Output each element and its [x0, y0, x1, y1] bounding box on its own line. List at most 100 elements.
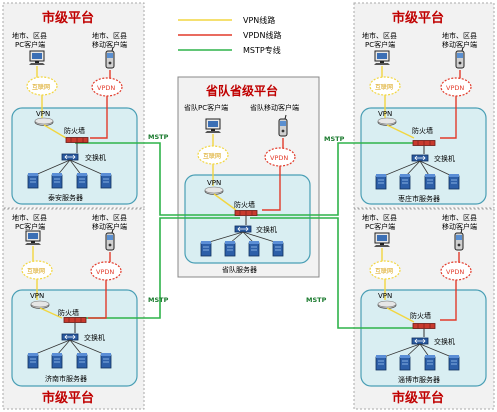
vpn-router-icon: [204, 186, 224, 195]
vpdn-label: VPDN: [446, 84, 464, 92]
platform-title: 市级平台: [392, 390, 444, 406]
firewall-icon: [412, 323, 436, 329]
switch-label: 交换机: [85, 153, 106, 162]
platform-top-left: 市级平台 地市、区县 PC客户端 地市、区县 移动客户端 互联网 VPDN VP…: [12, 10, 169, 202]
mstp-label: MSTP: [148, 133, 169, 141]
legend-vpdn-label: VPDN线路: [243, 30, 281, 40]
firewall-icon: [63, 317, 87, 323]
platform-bottom-left: 地市、区县 PC客户端 地市、区县 移动客户端 互联网 VPDN VPN 防火墙…: [12, 213, 169, 406]
firewall-icon: [234, 210, 258, 216]
mobile-label-line2: 移动客户端: [442, 40, 477, 49]
server-icon: [27, 172, 39, 189]
vpn-router-icon: [377, 300, 397, 309]
switch-icon: [411, 337, 429, 345]
server-icon: [399, 173, 411, 190]
vpdn-label: VPDN: [97, 84, 115, 92]
firewall-label: 防火墙: [58, 308, 79, 317]
switch-label: 交换机: [434, 154, 455, 163]
mobile-label-line2: 移动客户端: [442, 222, 477, 231]
switch-icon: [61, 333, 79, 341]
switch-label: 交换机: [84, 333, 105, 342]
server-icon: [399, 354, 411, 371]
firewall-label: 防火墙: [410, 311, 431, 320]
vpn-label: VPN: [30, 292, 44, 300]
internet-label: 互联网: [32, 83, 50, 91]
platform-title: 市级平台: [392, 10, 444, 26]
legend: VPN线路 VPDN线路 MSTP专线: [178, 15, 281, 55]
server-icon: [224, 240, 236, 257]
vpn-router-icon: [34, 117, 54, 126]
firewall-label: 防火墙: [412, 126, 433, 135]
server-icon: [375, 354, 387, 371]
server-icon: [76, 352, 88, 369]
internet-label: 互联网: [375, 83, 393, 91]
mobile-label-line1: 地市、区县: [92, 213, 127, 222]
switch-icon: [234, 225, 252, 233]
platform-bottom-right: 地市、区县 PC客户端 地市、区县 移动客户端 互联网 VPDN VPN 防火墙…: [306, 213, 477, 406]
server-icon: [76, 172, 88, 189]
server-icon: [100, 352, 112, 369]
pc-label-line1: 地市、区县: [362, 31, 397, 40]
server-icon: [424, 173, 436, 190]
pc-label-line2: PC客户端: [15, 40, 45, 49]
switch-icon: [61, 153, 79, 161]
server-icon: [375, 173, 387, 190]
vpn-label: VPN: [378, 292, 392, 300]
mstp-label: MSTP: [148, 296, 169, 304]
server-icon: [51, 172, 63, 189]
server-icon: [448, 354, 460, 371]
vpdn-label: VPDN: [96, 268, 114, 276]
platform-title: 省队省级平台: [205, 83, 278, 98]
server-icon: [424, 354, 436, 371]
mobile-label-line2: 移动客户端: [92, 222, 127, 231]
platform-center: 省队省级平台 省队PC客户端 省队移动客户端 互联网 VPDN VPN 防火墙 …: [184, 83, 299, 274]
mstp-links: [75, 142, 420, 329]
mobile-label-line1: 地市、区县: [442, 213, 477, 222]
server-icon: [448, 173, 460, 190]
servers-label: 淄博市服务器: [398, 375, 440, 384]
servers-label: 泰安服务器: [48, 193, 83, 202]
server-icon: [248, 240, 260, 257]
mstp-label: MSTP: [324, 135, 345, 143]
legend-mstp-label: MSTP专线: [243, 45, 281, 55]
vpdn-label: VPDN: [270, 154, 288, 162]
pc-label-line2: PC客户端: [365, 40, 395, 49]
vpn-router-icon: [377, 117, 397, 126]
server-icon: [100, 172, 112, 189]
server-icon: [27, 352, 39, 369]
vpn-label: VPN: [207, 179, 221, 187]
platform-title: 市级平台: [42, 10, 94, 26]
mobile-label-line2: 移动客户端: [92, 40, 127, 49]
pc-label: 省队PC客户端: [184, 103, 228, 112]
pc-label-line2: PC客户端: [15, 222, 45, 231]
pc-label-line1: 地市、区县: [12, 31, 47, 40]
internet-label: 互联网: [27, 267, 45, 275]
mobile-label-line1: 地市、区县: [442, 31, 477, 40]
vpn-label: VPN: [378, 110, 392, 118]
pc-label-line1: 地市、区县: [362, 213, 397, 222]
switch-icon: [411, 154, 429, 162]
servers-label: 省队服务器: [222, 265, 257, 274]
firewall-icon: [412, 140, 436, 146]
platform-title: 市级平台: [42, 390, 94, 406]
servers-label: 济南市服务器: [45, 374, 87, 383]
platform-top-right: 市级平台 地市、区县 PC客户端 地市、区县 移动客户端 互联网 VPDN VP…: [324, 10, 477, 203]
internet-label: 互联网: [375, 267, 393, 275]
mobile-label-line1: 地市、区县: [92, 31, 127, 40]
firewall-label: 防火墙: [64, 126, 85, 135]
pc-label-line1: 地市、区县: [12, 213, 47, 222]
legend-vpn-label: VPN线路: [243, 15, 275, 25]
server-icon: [200, 240, 212, 257]
pc-label-line2: PC客户端: [365, 222, 395, 231]
vpn-router-icon: [30, 300, 50, 309]
vpn-label: VPN: [36, 110, 50, 118]
switch-label: 交换机: [434, 337, 455, 346]
switch-label: 交换机: [256, 225, 277, 234]
firewall-icon: [65, 137, 89, 143]
servers-label: 枣庄市服务器: [398, 194, 440, 203]
firewall-label: 防火墙: [234, 200, 255, 209]
vpdn-label: VPDN: [446, 268, 464, 276]
server-icon: [51, 352, 63, 369]
